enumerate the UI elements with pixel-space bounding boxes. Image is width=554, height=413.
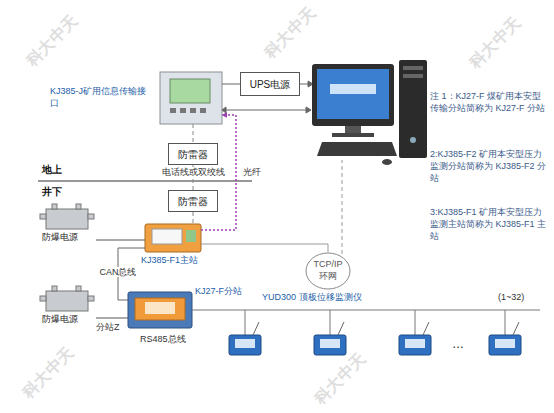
node-text: KJ385-J矿用信息传输接口 [50,86,154,109]
watermark: 科大中天 [16,5,88,77]
connector [222,84,240,85]
bus-label: 分站Z [96,321,136,333]
interface-device: KJ385-J矿用信息传输接口 [160,72,222,124]
power-supply [40,204,94,311]
sub-station [128,292,192,328]
node-text: 防爆电源 [42,314,96,326]
main-station [145,224,201,252]
node-text: 防雷器 [178,195,208,208]
edge-label: 电话线或双绞线 [161,167,226,178]
main-station: KJ385-F1主站 [145,224,201,252]
ring-network-cloud: TCP/IP环网 [305,252,351,290]
count-label: (1~32) [498,291,538,303]
node-text: KJ385-F1主站 [141,255,213,267]
link-lines [38,81,342,254]
note: 注 1：KJ27-F 煤矿用本安型传输分站简称为 KJ27-F 分站 [430,90,548,114]
connector [201,244,328,252]
node-text: UPS电源 [250,78,291,91]
watermark: 科大中天 [12,337,84,409]
sub-station: KJ27-F分站 [128,292,192,328]
connector [96,318,128,319]
note: 2:KJ385-F2 矿用本安型压力监测分站简称为 KJ385-F2 分站 [430,148,548,184]
bus-label: RS485总线 [140,333,200,345]
power-supply: 防爆电源 [38,288,96,330]
node-text: 防爆电源 [42,232,96,244]
note: 3:KJ385-F1 矿用本安型压力监测主站简称为 KJ385-F1 主站 [430,206,548,242]
interface-device [160,72,222,124]
computer [312,60,427,165]
connector [96,240,145,241]
power-box: UPS电源 [240,72,300,96]
connector [193,212,194,224]
surge-arrester: 防雷器 [168,190,218,212]
node-text: TCP/IP [313,259,342,271]
ground-label: 地上 [42,163,72,177]
connector [193,124,194,143]
watermark: 科大中天 [304,343,376,413]
watermark: 科大中天 [254,0,326,69]
node-text: 环网 [319,271,337,283]
node-text: 防雷器 [178,148,208,161]
device-label: YUD300 顶板位移监测仪 [262,291,402,303]
surge-arrester: 防雷器 [168,143,218,165]
edge-label: 光纤 [242,167,262,178]
displacement-sensors [229,322,521,355]
watermark: 科大中天 [459,7,531,79]
ground-label: 井下 [42,185,72,199]
node-text: KJ27-F分站 [195,286,253,298]
power-supply: 防爆电源 [38,206,96,248]
edge-label: CAN总线 [98,267,137,278]
rs485-bus [192,310,540,335]
ellipsis: … [452,336,472,352]
